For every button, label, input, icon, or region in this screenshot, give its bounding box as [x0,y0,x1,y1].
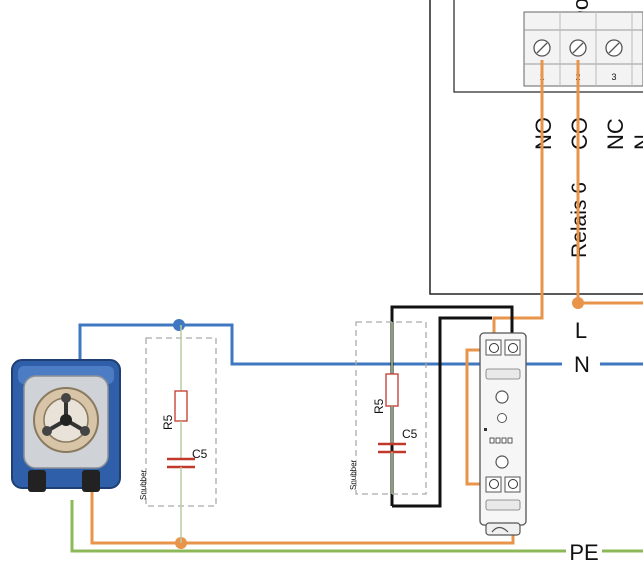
pump-roller-3 [42,426,52,436]
contactor-screw-bottom-right [508,479,518,489]
wire-neutral [78,323,562,368]
pump-connector-left [28,470,46,492]
wire-earth [70,500,566,553]
contactor-din-clip [485,522,521,536]
snubber-left-capacitor-label: C5 [192,447,208,461]
label-live: L [575,318,587,343]
snubber-right-tag: Snubber [349,459,358,490]
pump-roller-1 [61,393,71,403]
snubber-left-tag: Snubber [139,469,148,500]
contactor-clip-hook [491,526,509,533]
contactor-dial-3 [495,455,509,469]
contact-label-nc: NC [603,118,628,150]
contactor-screw-top-left [489,343,499,353]
contactor-dial-1 [495,390,509,404]
contactor-led [484,428,487,431]
label-earth: PE [569,540,598,565]
neutral-junction-dot [173,319,185,331]
terminal-number-3: 3 [611,72,616,82]
relay-terminal-block: 1 2 3 [523,11,643,87]
terminal-screw-1 [533,39,551,57]
terminal-block-frame [453,0,643,93]
snubber-left-resistor-label: R5 [161,414,175,430]
contactor-screw-bottom-left [489,479,499,489]
wire-no-output [492,60,544,347]
peristaltic-pump-icon [11,359,121,492]
contactor-screw-top-right [508,343,518,353]
snubber-right-resistor [385,373,399,407]
snubber-right: R5 C5 Snubber [349,321,427,495]
snubber-left-resistor [174,390,188,422]
snubber-right-capacitor-label: C5 [402,427,418,441]
wire-pump-supply [90,484,515,545]
controller-housing [429,0,643,295]
pump-roller-2 [80,426,90,436]
snubber-left: R5 C5 Snubber [139,325,217,543]
din-rail-contactor [479,332,527,536]
pump-hub [60,414,72,426]
contactor-dial-2 [497,413,507,423]
contactor-window-top [485,368,521,380]
contact-label-n: N [630,134,643,150]
live-junction-dot [572,297,584,309]
wire-live [576,60,643,305]
terminal-screw-2 [569,39,587,57]
contactor-dip-switches [489,437,513,444]
terminal-screw-3 [605,39,623,57]
snubber-right-box [355,321,427,495]
contactor-window-bottom [485,499,521,511]
pump-connector-right [82,470,100,492]
label-neutral: N [574,352,590,377]
snubber-right-resistor-label: R5 [372,398,386,414]
